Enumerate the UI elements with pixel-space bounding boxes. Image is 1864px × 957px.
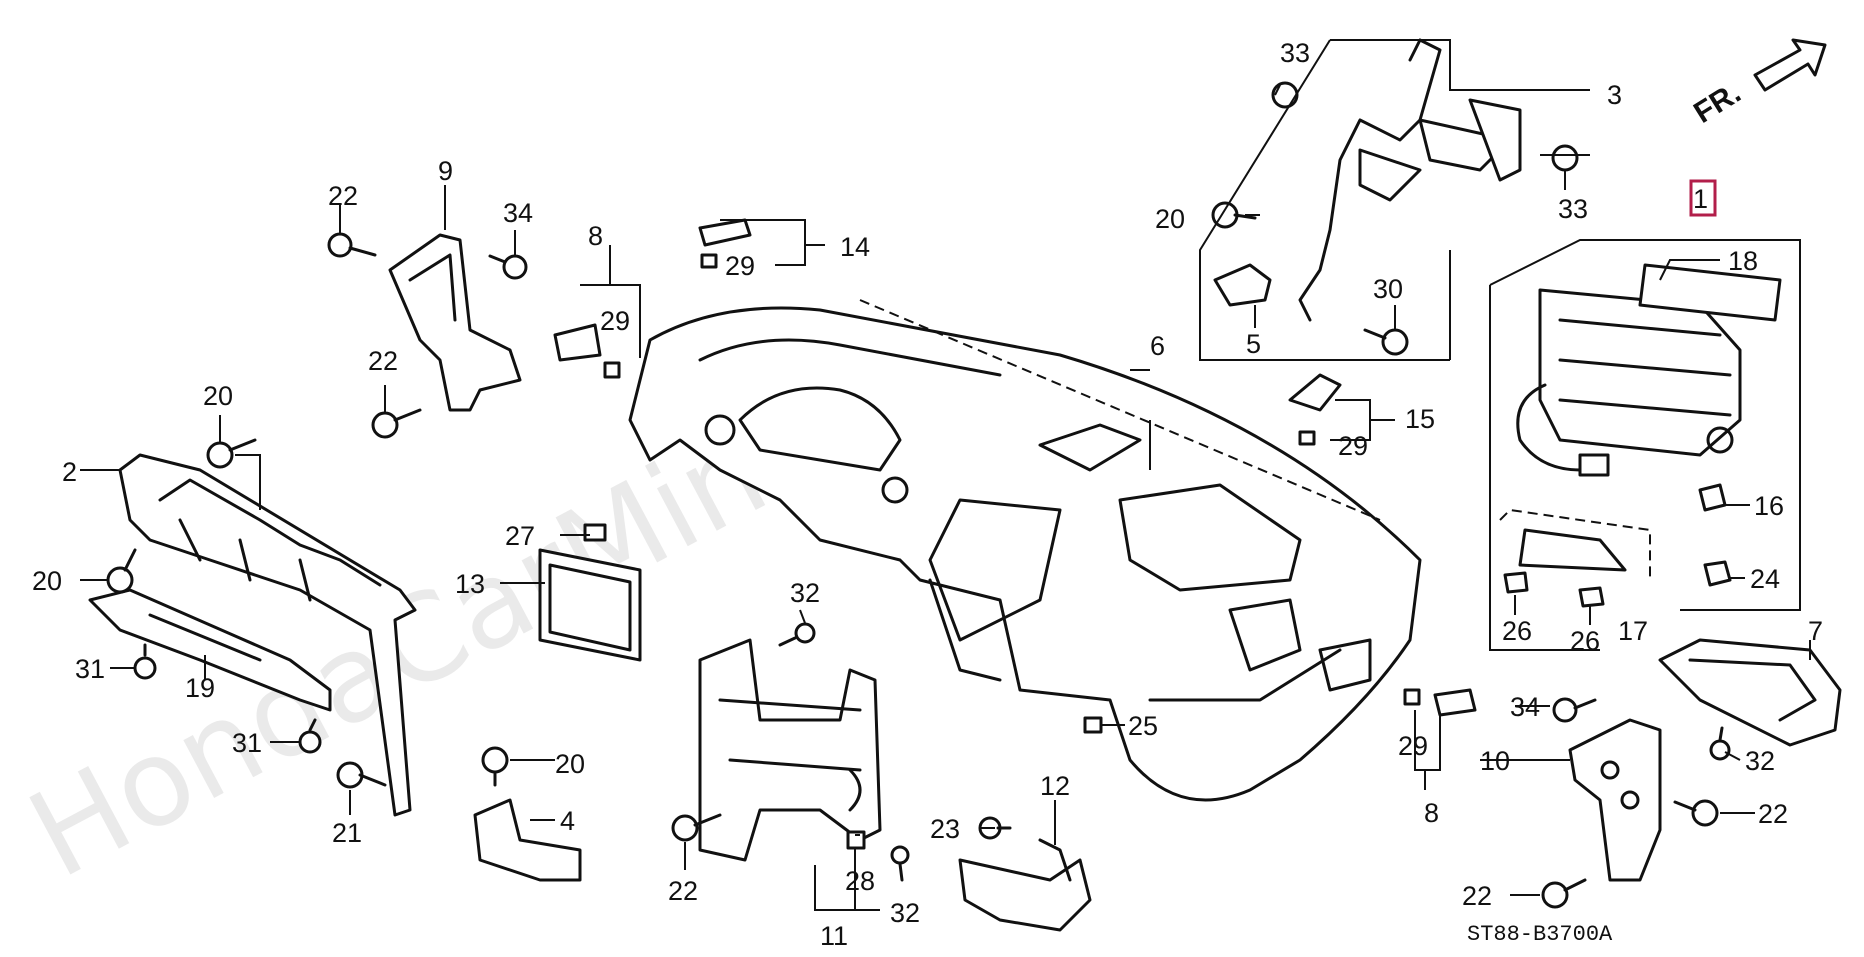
callout-34-b[interactable]: 34 <box>1510 692 1540 722</box>
callout-26-b[interactable]: 26 <box>1570 626 1600 656</box>
callout-11[interactable]: 11 <box>820 921 848 951</box>
callout-20-b[interactable]: 20 <box>32 566 62 596</box>
bracket-4 <box>473 798 582 882</box>
front-direction-indicator: FR. <box>1688 38 1827 130</box>
callout-28[interactable]: 28 <box>845 866 875 896</box>
callout-3[interactable]: 3 <box>1607 80 1622 110</box>
dashboard-panel <box>628 299 1422 802</box>
callout-22-e[interactable]: 22 <box>1462 881 1492 911</box>
callout-5[interactable]: 5 <box>1246 329 1261 359</box>
callout-27[interactable]: 27 <box>505 521 535 551</box>
callout-23[interactable]: 23 <box>930 814 960 844</box>
callout-20-d[interactable]: 20 <box>1155 204 1185 234</box>
callout-29-d[interactable]: 29 <box>1398 731 1428 761</box>
callout-15[interactable]: 15 <box>1405 404 1435 434</box>
callout-12[interactable]: 12 <box>1040 771 1070 801</box>
callout-30[interactable]: 30 <box>1373 274 1403 304</box>
dashboard-beam-left <box>88 453 417 817</box>
front-label: FR. <box>1688 76 1746 130</box>
callout-22-d[interactable]: 22 <box>1758 799 1788 829</box>
callout-10[interactable]: 10 <box>1480 746 1510 776</box>
callout-7[interactable]: 7 <box>1808 616 1823 646</box>
bracket-11 <box>698 638 882 862</box>
highlight-box <box>1689 179 1717 217</box>
callout-31-b[interactable]: 31 <box>232 728 262 758</box>
vent-13 <box>538 548 642 662</box>
callout-18[interactable]: 18 <box>1728 246 1758 276</box>
callout-29-a[interactable]: 29 <box>725 251 755 281</box>
airbag-module <box>1489 239 1801 651</box>
bracket-9 <box>388 233 522 412</box>
leader-lines <box>80 39 1811 911</box>
trim-panel-7 <box>1658 638 1842 747</box>
callout-26-a[interactable]: 26 <box>1502 616 1532 646</box>
callout-22-c[interactable]: 22 <box>668 876 698 906</box>
callout-2[interactable]: 2 <box>62 457 77 487</box>
callout-1[interactable]: 1 <box>1693 184 1708 214</box>
callout-22-a[interactable]: 22 <box>328 181 358 211</box>
callout-34-a[interactable]: 34 <box>503 198 533 228</box>
callout-20-c[interactable]: 20 <box>555 749 585 779</box>
callout-16[interactable]: 16 <box>1754 491 1784 521</box>
bracket-12 <box>958 838 1092 932</box>
callout-32-a[interactable]: 32 <box>790 578 820 608</box>
callout-8-top[interactable]: 8 <box>588 221 603 251</box>
callout-31-a[interactable]: 31 <box>75 654 105 684</box>
callout-17[interactable]: 17 <box>1618 616 1648 646</box>
callout-33-a[interactable]: 33 <box>1280 38 1310 68</box>
diagram-code: ST88-B3700A <box>1467 922 1613 947</box>
callout-9[interactable]: 9 <box>438 156 453 186</box>
callout-6[interactable]: 6 <box>1150 331 1165 361</box>
callout-32-b[interactable]: 32 <box>890 898 920 928</box>
front-arrow-icon <box>1753 38 1827 92</box>
callout-4[interactable]: 4 <box>560 806 575 836</box>
callout-14[interactable]: 14 <box>840 232 870 262</box>
callout-19[interactable]: 19 <box>185 673 215 703</box>
callout-29-b[interactable]: 29 <box>600 306 630 336</box>
callout-22-b[interactable]: 22 <box>368 346 398 376</box>
bracket-10 <box>1568 718 1662 882</box>
callout-24[interactable]: 24 <box>1750 564 1780 594</box>
callout-21[interactable]: 21 <box>332 818 362 848</box>
callout-8-bottom[interactable]: 8 <box>1424 798 1439 828</box>
callout-labels: 1 2 3 4 5 6 7 8 8 9 10 11 12 13 14 15 16… <box>32 38 1823 951</box>
bracket-5 <box>1213 263 1272 307</box>
callout-29-c[interactable]: 29 <box>1338 431 1368 461</box>
callout-20-a[interactable]: 20 <box>203 381 233 411</box>
callout-33-b[interactable]: 33 <box>1558 194 1588 224</box>
steering-support-3 <box>1298 38 1522 322</box>
callout-13[interactable]: 13 <box>455 569 485 599</box>
callout-32-c[interactable]: 32 <box>1745 746 1775 776</box>
callout-25[interactable]: 25 <box>1128 711 1158 741</box>
